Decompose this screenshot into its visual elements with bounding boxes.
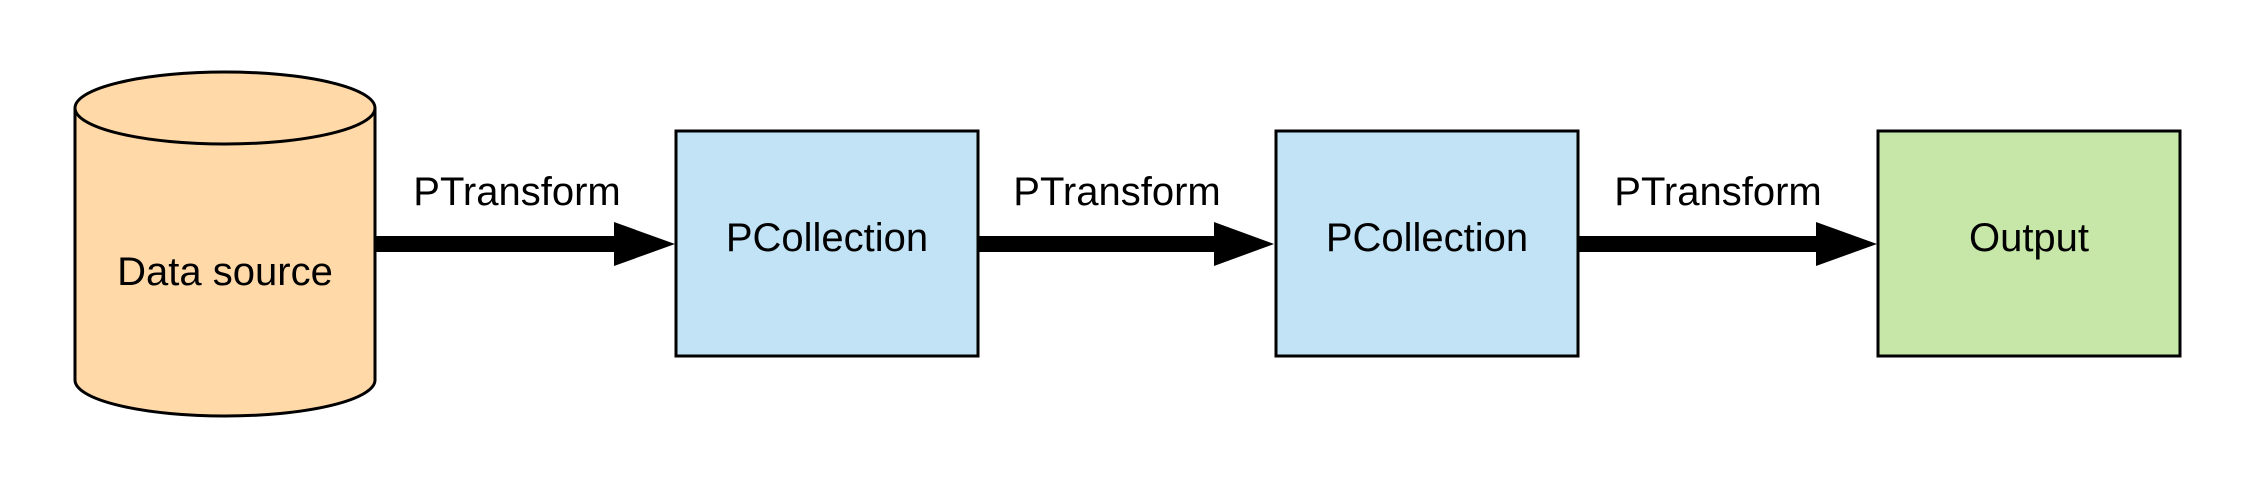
pcollection-1-label: PCollection (726, 216, 928, 260)
data-source-cylinder-body (73, 108, 377, 418)
node-pcollection-2: PCollection (1274, 129, 1580, 358)
edge-3-label: PTransform (1614, 170, 1821, 214)
data-source-label: Data source (117, 250, 333, 294)
output-label: Output (1969, 216, 2089, 260)
edge-2-label: PTransform (1013, 170, 1220, 214)
edge-2-arrowhead (1214, 222, 1274, 266)
edge-3-arrowhead (1816, 222, 1877, 266)
edge-source-to-pcollection-1: PTransform (375, 170, 675, 266)
node-output: Output (1876, 129, 2182, 358)
edge-pcollection-1-to-pcollection-2: PTransform (978, 170, 1274, 266)
data-source-cylinder-top (73, 70, 377, 146)
pcollection-2-label: PCollection (1326, 216, 1528, 260)
edge-1-label: PTransform (413, 170, 620, 214)
output-box (1876, 129, 2182, 358)
edge-pcollection-2-to-output: PTransform (1578, 170, 1877, 266)
edge-1-arrowhead (614, 222, 675, 266)
node-data-source: Data source (73, 70, 377, 418)
pcollection-1-box (674, 129, 980, 358)
node-pcollection-1: PCollection (674, 129, 980, 358)
